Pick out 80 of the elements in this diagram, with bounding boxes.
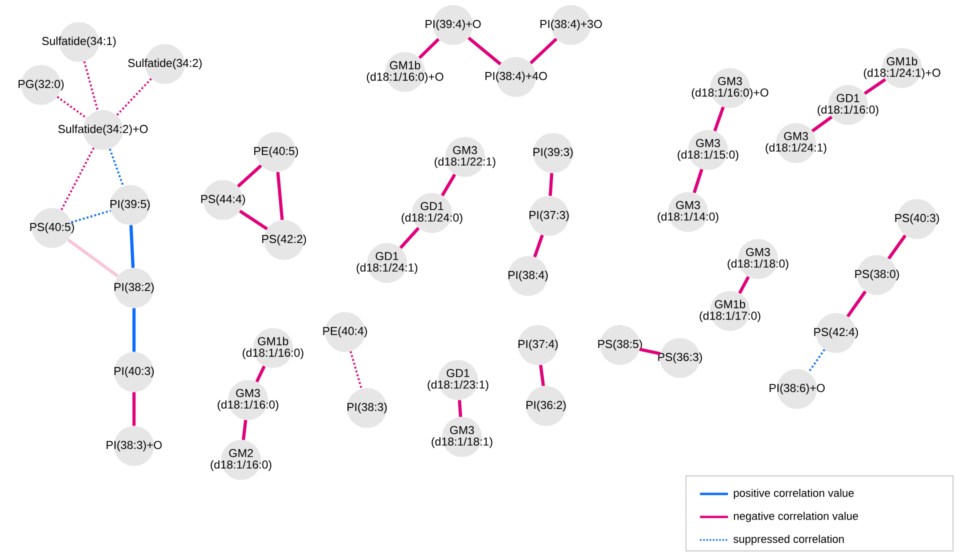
- lipid-node: PE(40:5): [254, 132, 298, 172]
- correlation-line: [713, 106, 725, 132]
- correlation-line: [811, 116, 833, 132]
- lipid-node: PI(38:4): [508, 256, 548, 296]
- correlation-line: [255, 366, 266, 382]
- lipid-node: PI(38:2): [114, 268, 154, 308]
- lipid-node: PS(42:2): [262, 220, 306, 260]
- lipid-node: PI(38:4)+4O: [485, 57, 547, 97]
- lipid-node: PG(32:0): [18, 65, 64, 105]
- legend-text: negative correlation value: [734, 512, 858, 522]
- lipid-node: GM1b (d18:1/16:0)+O: [366, 52, 444, 92]
- correlation-line: [639, 348, 661, 356]
- lipid-node: PS(40:5): [30, 208, 74, 248]
- lipid-node: GM3 (d18:1/18:0): [728, 239, 788, 279]
- lipid-node: GD1 (d18:1/24:0): [402, 193, 462, 233]
- correlation-line: [440, 174, 456, 196]
- lipid-node: Sulfatide(34:2): [128, 44, 202, 84]
- lipid-node: PI(38:3)+O: [106, 426, 162, 466]
- correlation-line: [67, 238, 119, 278]
- correlation-line: [60, 147, 95, 211]
- lipid-node: GM3 (d18:1/24:1): [766, 123, 826, 163]
- lipid-node: GM3 (d18:1/14:0): [658, 192, 718, 232]
- lipid-node: PI(40:3): [114, 352, 154, 392]
- lipid-node: PI(38:6)+O: [770, 368, 825, 409]
- correlation-line: [132, 308, 136, 352]
- lipid-node: PS(38:0): [855, 254, 899, 295]
- correlation-line: [533, 234, 544, 258]
- correlation-line: [83, 61, 99, 111]
- lipid-node: GM3 (d18:1/16:0)+O: [692, 68, 768, 108]
- correlation-line: [846, 290, 867, 318]
- lipid-node: GD1 (d18:1/24:1): [356, 243, 418, 283]
- correlation-line: [548, 173, 554, 196]
- correlation-line: [692, 168, 704, 194]
- lipid-node: PS(38:5): [598, 325, 642, 365]
- legend-text: suppressed correlation: [734, 534, 844, 546]
- correlation-line: [108, 148, 124, 186]
- correlation-line: [887, 234, 907, 260]
- lipid-node: GM3 (d18:1/22:1): [434, 137, 496, 177]
- correlation-line: [539, 364, 545, 386]
- lipid-node: GD1 (d18:1/23:1): [428, 360, 488, 400]
- lipid-node: GM2 (d18:1/16:0): [210, 440, 272, 480]
- correlation-line: [132, 392, 136, 426]
- correlation-line: [71, 210, 111, 224]
- lipid-node: PI(39:4)+O: [426, 5, 481, 45]
- lipid-node: PI(38:3): [347, 388, 387, 428]
- correlation-line: [116, 78, 152, 116]
- correlation-line: [242, 420, 248, 440]
- lipid-node: PS(36:3): [658, 338, 702, 378]
- correlation-line: [530, 38, 558, 64]
- lipid-node: PI(39:3): [533, 133, 573, 173]
- lipid-node: PI(36:2): [526, 386, 566, 426]
- lipid-node: PS(44:4): [201, 180, 245, 220]
- lipid-node: GM1b (d18:1/16:0): [242, 328, 304, 368]
- correlation-line: [418, 38, 440, 59]
- lipid-node: PE(40:4): [323, 312, 367, 352]
- lipid-node: GM3 (d18:1/16:0): [218, 380, 278, 420]
- lipid-node: Sulfatide(34:2)+O: [58, 110, 148, 150]
- lipid-node: PS(40:3): [895, 199, 939, 239]
- lipid-node: PS(42:4): [814, 312, 858, 353]
- lipid-node: GM3 (d18:1/18:1): [432, 416, 492, 457]
- lipid-node: PI(37:4): [518, 325, 558, 365]
- correlation-line: [808, 349, 826, 373]
- lipid-node: GM3 (d18:1/15:0): [678, 130, 738, 170]
- correlation-line: [276, 172, 284, 220]
- lipid-node: PI(38:4)+3O: [540, 5, 602, 45]
- correlation-line: [129, 225, 135, 268]
- correlation-line: [236, 164, 262, 188]
- correlation-line: [399, 226, 420, 250]
- correlation-line: [458, 400, 462, 417]
- lipid-node: GM1b (d18:1/17:0): [700, 290, 760, 331]
- lipid-node: PI(39:5): [110, 185, 150, 225]
- correlation-line: [468, 36, 502, 66]
- correlation-line: [56, 96, 88, 119]
- correlation-line: [239, 210, 268, 230]
- correlation-line: [738, 276, 750, 294]
- legend-text: positive correlation value: [734, 488, 854, 500]
- correlation-line: [350, 351, 362, 389]
- correlation-line: [864, 78, 886, 95]
- lipid-node: Sulfatide(34:1): [42, 22, 116, 62]
- lipid-node: PI(37:3): [529, 196, 569, 236]
